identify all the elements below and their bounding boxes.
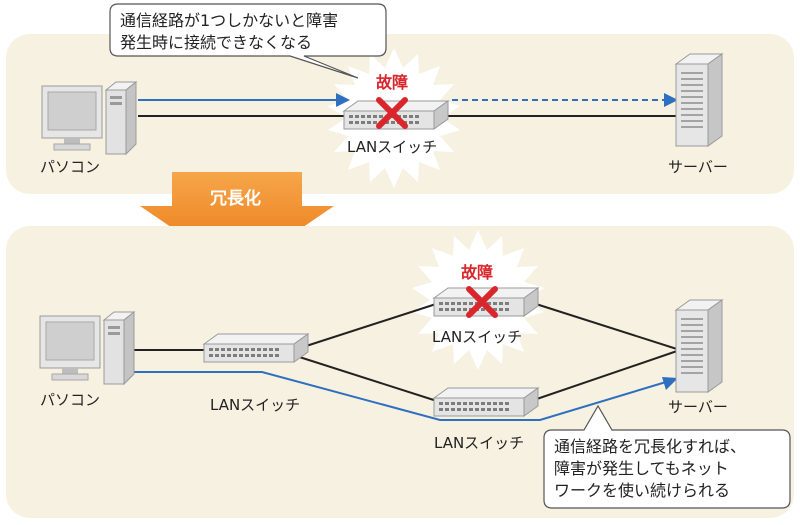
redundancy-arrow-label: 冗長化 [210, 188, 261, 209]
switch-label-upper: LANスイッチ [432, 328, 522, 346]
server-icon-bottom [675, 299, 723, 393]
switch-label-lower: LANスイッチ [434, 434, 524, 452]
callout-bottom-line-1: 通信経路を冗長化すれば、 [554, 437, 746, 456]
network-links-bottom [134, 303, 681, 403]
server-label-top: サーバー [668, 158, 728, 176]
fault-label-top: 故障 [376, 73, 408, 92]
callout-top-line-1: 通信経路が1つしかないと障害 [120, 11, 338, 30]
callout-bottom-line-2: 障害が発生してもネット [554, 459, 729, 478]
redundancy-arrow: 冗長化 [140, 172, 334, 272]
callout-bottom-line-3: ワークを使い続けられる [554, 481, 730, 500]
callout-top: 通信経路が1つしかないと障害 発生時に接続できなくなる [109, 3, 387, 79]
route-arrow-head-solid [336, 93, 350, 107]
callout-top-line-2: 発生時に接続できなくなる [120, 33, 312, 52]
pc-label-bottom: パソコン [40, 391, 100, 409]
alternate-route-line [134, 371, 667, 421]
fault-label-bottom: 故障 [461, 263, 493, 282]
server-label-bottom: サーバー [668, 398, 728, 416]
callout-bottom: 通信経路を冗長化すれば、 障害が発生してもネット ワークを使い続けられる [543, 404, 791, 509]
server-icon-top [675, 53, 723, 147]
switch-icon-left [203, 333, 309, 363]
route-arrow-head-dashed [664, 93, 678, 107]
switch-icon-lower [433, 387, 539, 417]
switch-label-top: LANスイッチ [347, 138, 437, 156]
alternate-route-arrow-head [662, 377, 678, 390]
switch-label-left: LANスイッチ [210, 396, 300, 414]
pc-label-top: パソコン [40, 158, 100, 176]
